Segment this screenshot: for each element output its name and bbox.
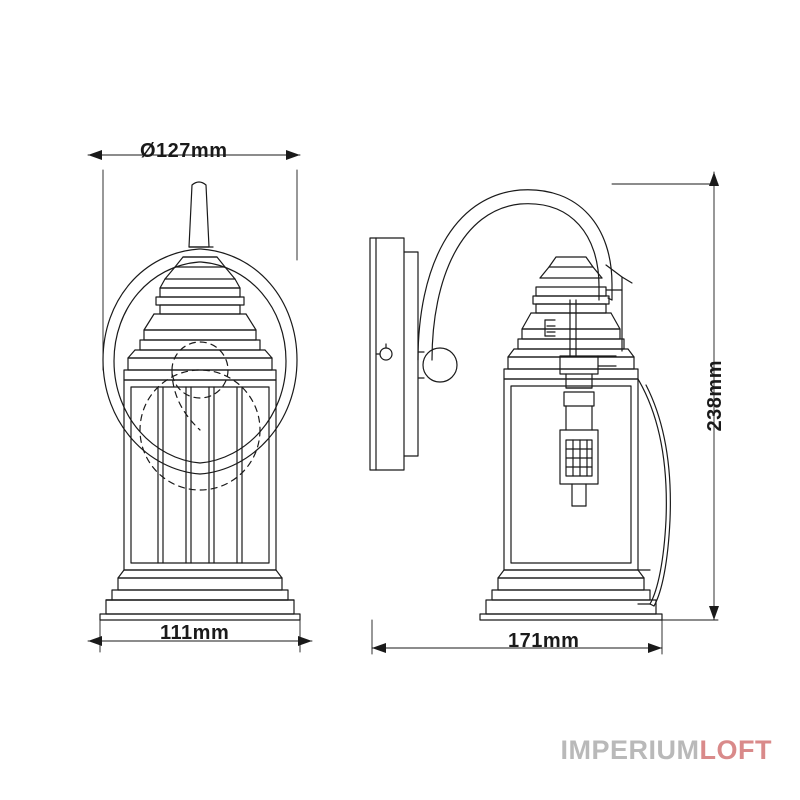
- dimension-lines: [87, 150, 719, 655]
- watermark-imperium: IMPERIUM: [560, 735, 700, 765]
- side-view-geometry: [369, 189, 671, 621]
- brand-watermark: IMPERIUMLOFT: [561, 735, 772, 766]
- dimension-label-height: 238mm: [704, 360, 726, 432]
- watermark-loft: LOFT: [699, 735, 772, 765]
- dimension-label-front-width: 111mm: [160, 622, 230, 644]
- dimension-label-diameter: Ø127mm: [140, 140, 228, 162]
- front-view-geometry: [99, 181, 301, 621]
- dimension-label-side-depth: 171mm: [508, 630, 580, 652]
